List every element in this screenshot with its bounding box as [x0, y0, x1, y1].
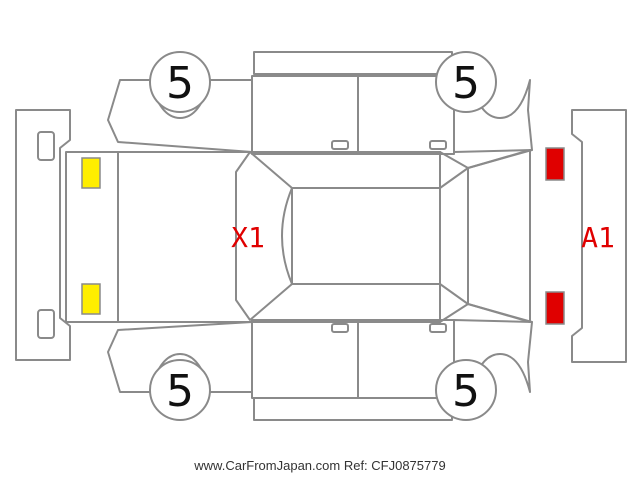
rear-bumper-indicator-top — [81, 157, 101, 189]
damage-mark-roof: X1 — [231, 221, 265, 254]
wheel-rear-right-label: 5 — [166, 366, 194, 417]
front-bumper-indicator-bottom — [545, 291, 565, 325]
wheel-rear-left-label: 5 — [166, 58, 194, 109]
wheel-front-right-label: 5 — [452, 366, 480, 417]
damage-mark-front-bumper: A1 — [581, 221, 615, 254]
wheel-rear-right: 5 — [149, 359, 211, 421]
footer-reference: www.CarFromJapan.com Ref: CFJ0875779 — [194, 458, 446, 473]
wheel-front-right: 5 — [435, 359, 497, 421]
rear-bumper-indicator-bottom — [81, 283, 101, 315]
front-bumper-indicator-top — [545, 147, 565, 181]
wheel-front-left-label: 5 — [452, 58, 480, 109]
car-top-view — [65, 149, 533, 323]
wheel-front-left: 5 — [435, 51, 497, 113]
wheel-rear-left: 5 — [149, 51, 211, 113]
front-bumper — [571, 109, 627, 363]
rear-bumper — [15, 109, 71, 361]
